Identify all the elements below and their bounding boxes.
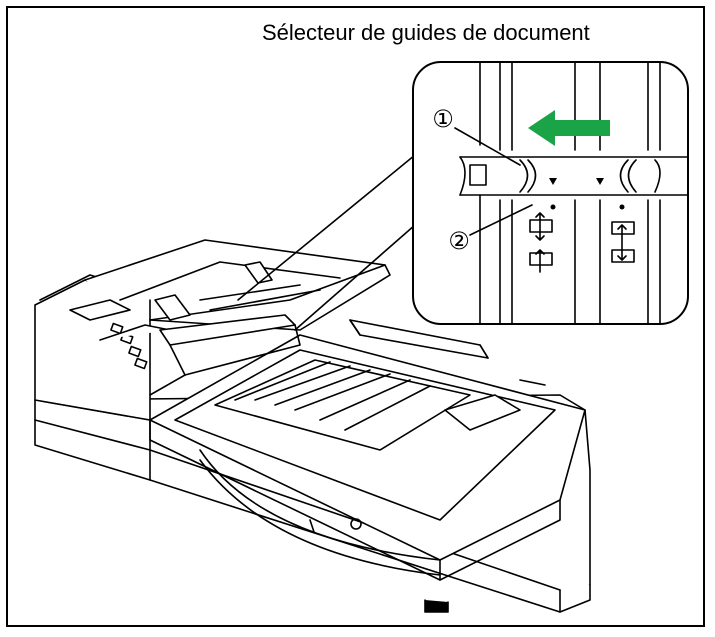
- document-guide-icon: [529, 212, 635, 273]
- leader-1: [454, 127, 521, 166]
- left-arrow-icon: [528, 110, 610, 146]
- zoom-line-bottom: [294, 224, 416, 331]
- callout-1: ①: [432, 105, 454, 133]
- figure-caption: Sélecteur de guides de document: [262, 20, 590, 45]
- inset-detail: [412, 61, 689, 325]
- scanner: [34, 239, 591, 613]
- zoom-line-top: [237, 154, 416, 301]
- leader-2: [469, 204, 533, 236]
- callout-2: ②: [448, 227, 470, 255]
